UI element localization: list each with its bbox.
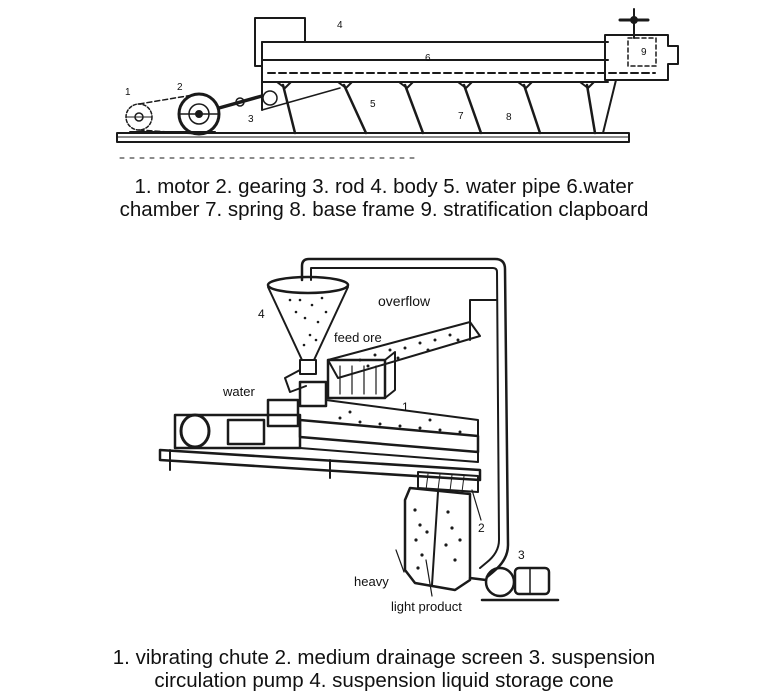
callout-1: 1	[125, 87, 131, 98]
storage-cone-body	[267, 286, 349, 361]
rod-pin	[235, 97, 245, 107]
storage-cone-neck	[299, 359, 317, 375]
top-machine-drawing	[116, 8, 679, 159]
pump-motor	[513, 566, 551, 596]
label-heavy: heavy	[354, 574, 389, 589]
bottom-diagram-caption: 1. vibrating chute 2. medium drainage sc…	[0, 646, 768, 692]
frame-tie	[261, 87, 341, 111]
drive-belt-top	[138, 93, 200, 105]
top-diagram-caption: 1. motor 2. gearing 3. rod 4. body 5. wa…	[0, 175, 768, 221]
spring-brackets	[276, 81, 595, 89]
overflow-pipe-inner	[310, 267, 500, 569]
top-callouts: 1 2 3 4 9 5 6 7 8	[125, 20, 647, 125]
water-pipe	[284, 369, 307, 393]
callout-7: 7	[458, 111, 464, 122]
light-leader	[425, 559, 433, 597]
handwheel-hub	[630, 16, 638, 24]
bottom-labels: overflow feed ore water heavy light prod…	[222, 293, 525, 614]
overflow-branch	[469, 299, 498, 341]
chute-upper-wall	[325, 399, 479, 437]
top-caption-line-1: 1. motor 2. gearing 3. rod 4. body 5. wa…	[134, 175, 634, 198]
label-feed-ore: feed ore	[334, 330, 382, 345]
overflow-pipe-outer	[300, 257, 510, 579]
callout-6: 6	[425, 53, 431, 64]
callout-2: 2	[177, 82, 183, 93]
callout-bottom-2: 2	[478, 521, 485, 535]
drive-frame	[173, 413, 302, 450]
connecting-rod	[217, 94, 264, 110]
top-caption-line-2: chamber 7. spring 8. base frame 9. strat…	[119, 198, 649, 221]
pump-housing	[484, 566, 516, 598]
drive-gearbox	[226, 418, 266, 446]
label-light-product: light product	[391, 599, 462, 614]
vibrating-chute	[298, 418, 480, 454]
right-support-leg	[602, 79, 617, 134]
callout-5: 5	[370, 99, 376, 110]
stratification-clapboard	[627, 37, 657, 67]
hopper-speckles	[413, 508, 462, 570]
discharge-hopper	[403, 486, 472, 592]
callout-3: 3	[248, 114, 254, 125]
callout-bottom-3: 3	[518, 548, 525, 562]
pump-inlet	[468, 576, 488, 582]
callout-bottom-4: 4	[258, 307, 265, 321]
screen-leader	[471, 489, 482, 521]
drainage-screen	[417, 471, 479, 493]
storage-cone-rim	[266, 275, 350, 295]
drive-belt-bottom	[138, 129, 200, 135]
cone-speckles	[288, 296, 328, 347]
springs	[281, 83, 597, 135]
label-overflow: overflow	[378, 293, 431, 309]
bottom-base-frame	[158, 448, 482, 482]
right-end-box	[604, 34, 679, 81]
bottom-caption-line-2: circulation pump 4. suspension liquid st…	[154, 669, 614, 692]
callout-8: 8	[506, 112, 512, 123]
bottom-caption-line-1: 1. vibrating chute 2. medium drainage sc…	[112, 646, 656, 669]
callout-9: 9	[641, 47, 647, 58]
chute-speckles	[338, 410, 462, 434]
hopper-divider	[431, 491, 439, 586]
callout-4: 4	[337, 20, 343, 31]
callout-bottom-1: 1	[402, 400, 409, 414]
rod-eccentric	[262, 90, 278, 106]
feed-chute	[327, 321, 481, 379]
drive-eccentric	[266, 398, 300, 428]
heavy-leader	[395, 549, 405, 573]
label-water: water	[222, 384, 255, 399]
water-inlet	[298, 380, 328, 408]
drive-motor	[179, 413, 211, 449]
bottom-machine-drawing	[158, 257, 560, 602]
